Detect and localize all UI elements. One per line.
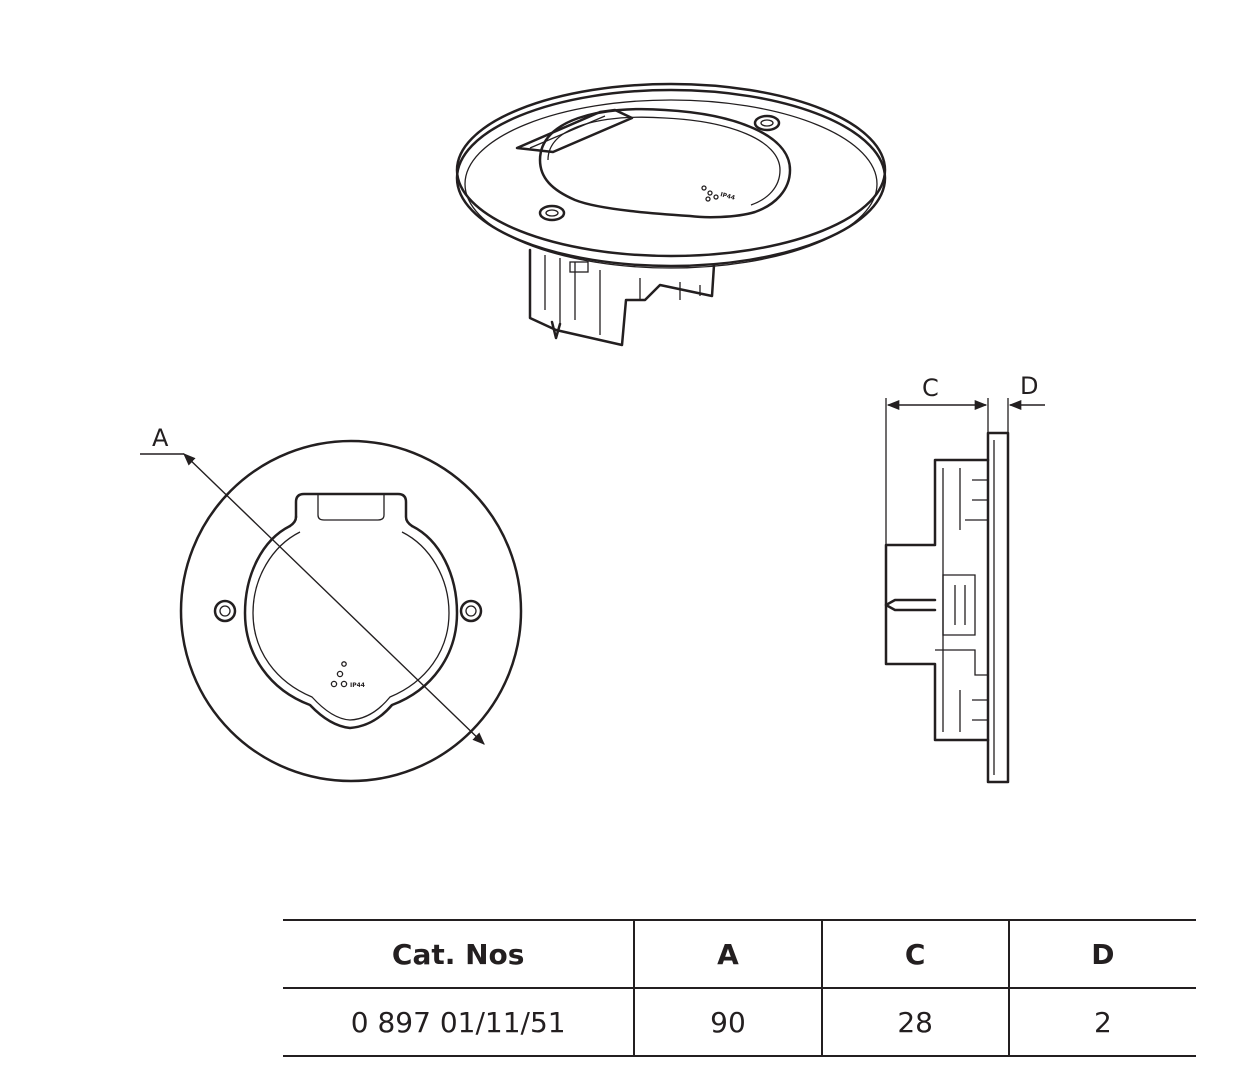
- cell-c: 28: [820, 988, 1009, 1057]
- rating-marking-front: IP44: [350, 682, 365, 689]
- screw-icon: [753, 114, 781, 132]
- dimension-a-line: [183, 453, 485, 745]
- header-cat-nos: Cat. Nos: [283, 919, 635, 989]
- braille-dots-icon: [701, 185, 719, 202]
- header-c: C: [820, 919, 1009, 989]
- technical-drawing: IP44 IP44 A: [140, 82, 1045, 784]
- cell-a: 90: [633, 988, 822, 1057]
- cell-cat-nos: 0 897 01/11/51: [283, 988, 635, 1057]
- screw-icon: [213, 599, 237, 623]
- screw-icon: [459, 599, 483, 623]
- front-view: IP44 A: [140, 424, 523, 783]
- table-header-row: Cat. Nos A C D: [283, 919, 1196, 989]
- dimension-d-label: D: [1020, 372, 1038, 400]
- header-a: A: [633, 919, 822, 989]
- cell-d: 2: [1007, 988, 1196, 1057]
- side-view: C D: [884, 372, 1045, 784]
- spec-table: Cat. Nos A C D 0 897 01/11/51 90 28 2: [283, 919, 1196, 1057]
- braille-dots-icon: [330, 661, 348, 688]
- header-d: D: [1007, 919, 1196, 989]
- rating-marking-iso: IP44: [719, 191, 735, 202]
- table-row: 0 897 01/11/51 90 28 2: [283, 988, 1196, 1057]
- dimension-c-label: C: [922, 374, 939, 402]
- isometric-view: IP44: [455, 82, 887, 347]
- dimension-a-label: A: [152, 424, 169, 452]
- screw-icon: [538, 204, 566, 222]
